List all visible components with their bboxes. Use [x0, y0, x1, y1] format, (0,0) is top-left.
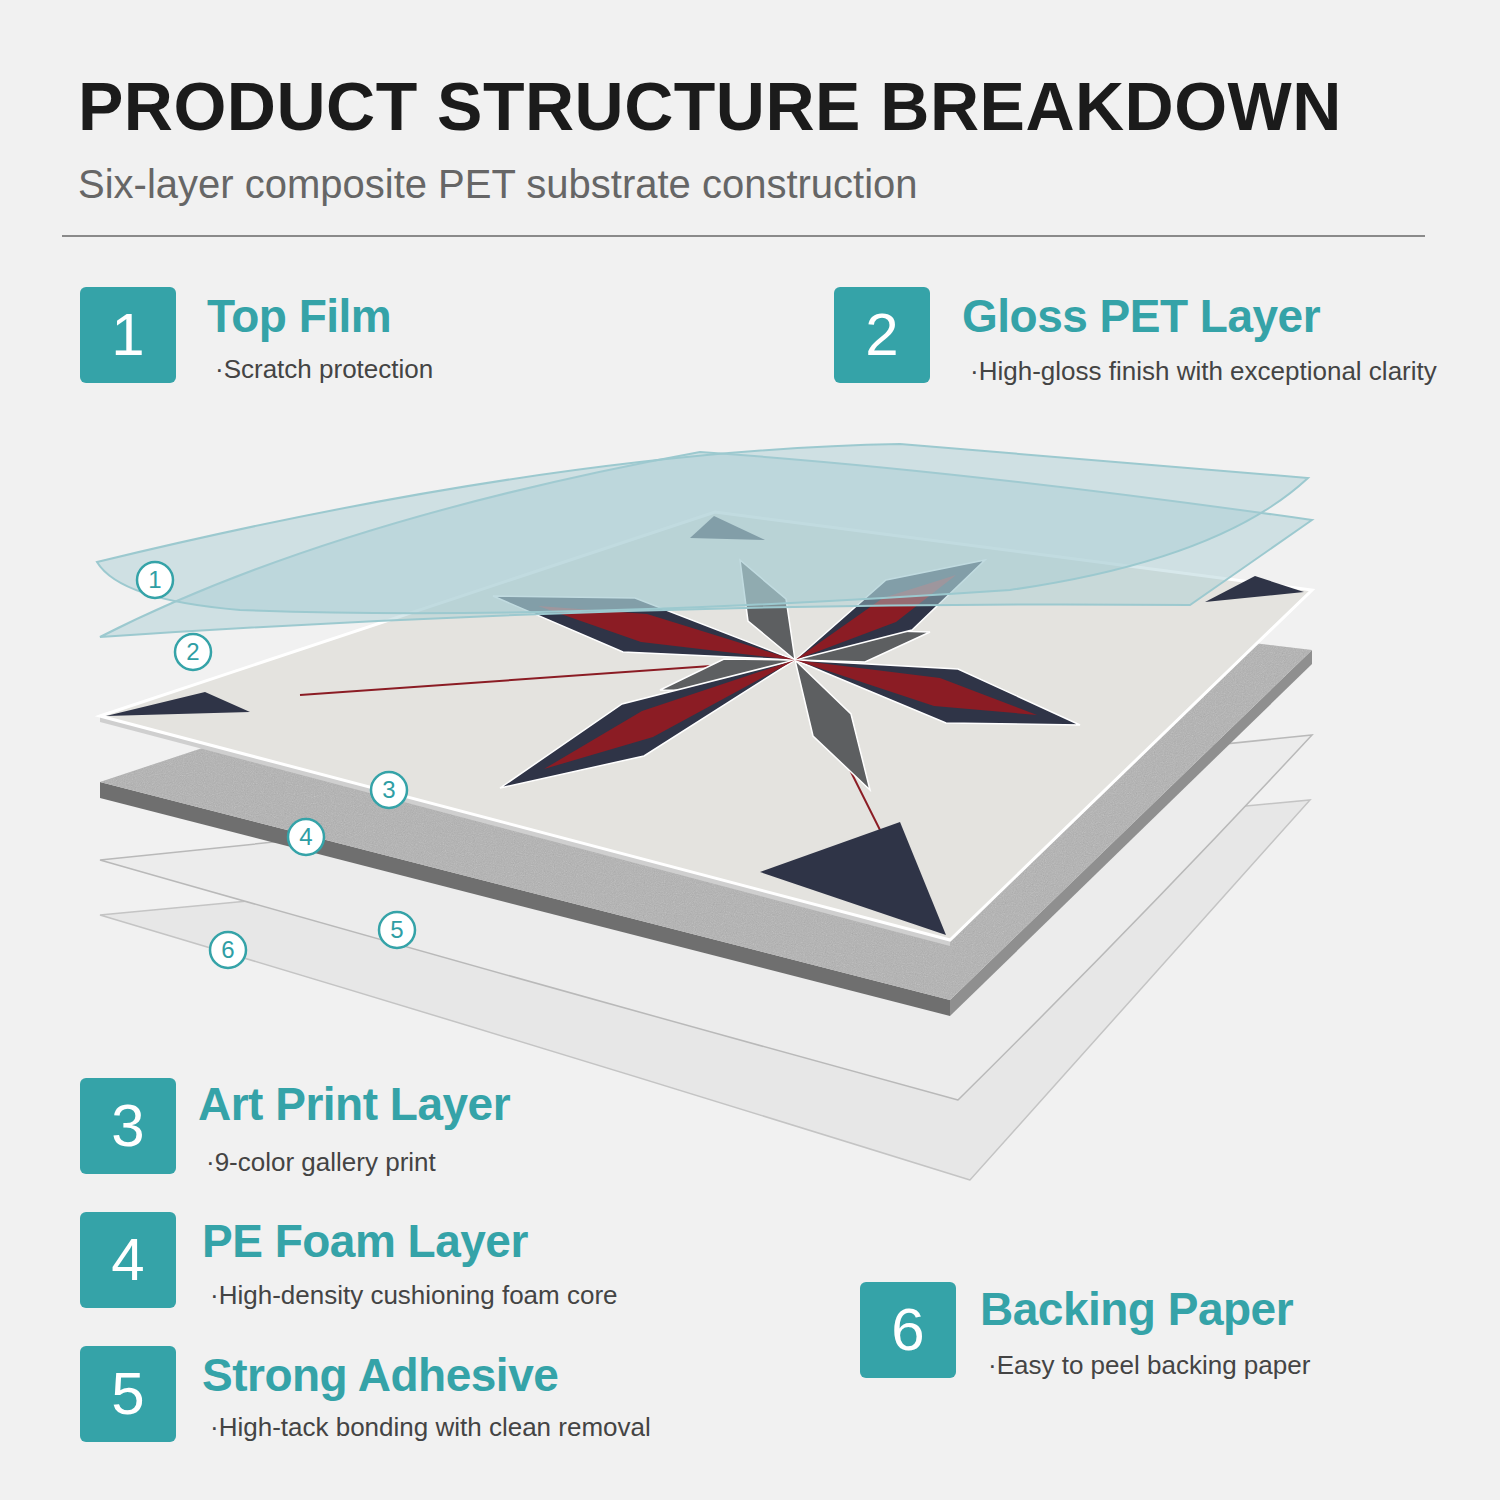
layer-number: 4: [111, 1230, 144, 1290]
layer-description: ·Scratch protection: [215, 354, 433, 385]
number-box: 4: [80, 1212, 176, 1308]
callout-number: 5: [379, 912, 415, 948]
callout-number: 2: [175, 634, 211, 670]
layer-heading: Gloss PET Layer: [962, 289, 1320, 344]
callout-circle: [288, 819, 324, 855]
callout-circle: [137, 562, 173, 598]
layer-number: 1: [111, 305, 144, 365]
subtitle: Six-layer composite PET substrate constr…: [78, 160, 918, 208]
divider-line: [62, 235, 1425, 237]
callout-number: 3: [371, 772, 407, 808]
top-film: [97, 444, 1308, 613]
callout-number: 4: [288, 819, 324, 855]
layer-description: ·Easy to peel backing paper: [988, 1350, 1310, 1381]
number-box: 1: [80, 287, 176, 383]
number-box: 2: [834, 287, 930, 383]
layer-number: 3: [111, 1096, 144, 1156]
number-box: 3: [80, 1078, 176, 1174]
layer-heading: Strong Adhesive: [202, 1348, 558, 1403]
callout-circle: [210, 932, 246, 968]
layer-heading: Top Film: [207, 289, 391, 344]
callout-circle: [379, 912, 415, 948]
callout-circle: [371, 772, 407, 808]
layer-description: ·High-gloss finish with exceptional clar…: [970, 356, 1437, 387]
number-box: 6: [860, 1282, 956, 1378]
layer-description: ·High-density cushioning foam core: [210, 1280, 618, 1311]
layer-number: 5: [111, 1364, 144, 1424]
callout-circle: [175, 634, 211, 670]
number-box: 5: [80, 1346, 176, 1442]
layer-description: ·9-color gallery print: [206, 1147, 436, 1178]
layer-number: 6: [891, 1300, 924, 1360]
layer-heading: Art Print Layer: [198, 1077, 510, 1132]
page-title: PRODUCT STRUCTURE BREAKDOWN: [78, 66, 1342, 148]
layer-description: ·High-tack bonding with clean removal: [210, 1412, 651, 1443]
layer-heading: PE Foam Layer: [202, 1214, 528, 1269]
layer-heading: Backing Paper: [980, 1282, 1293, 1337]
callout-number: 1: [137, 562, 173, 598]
callout-number: 6: [210, 932, 246, 968]
layer-number: 2: [865, 305, 898, 365]
